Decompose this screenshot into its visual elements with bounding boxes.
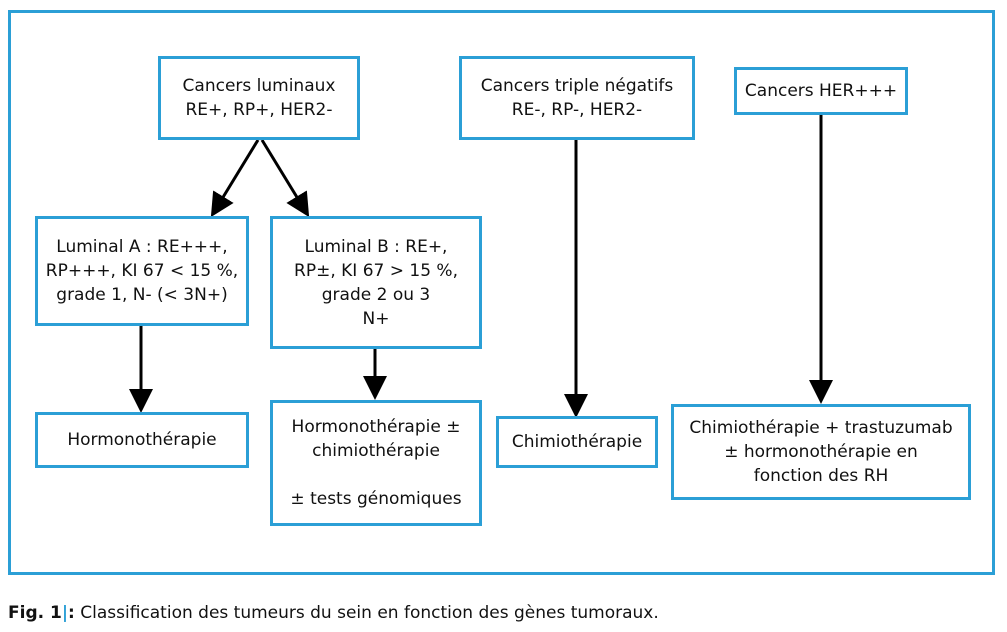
box-line: Luminal A : RE+++, [56,237,228,257]
box-line: Luminal B : RE+, [304,236,448,257]
box-line: RE-, RP-, HER2- [511,100,643,120]
box-hormonotherapie: Hormonothérapie [35,412,249,468]
box-chimiotherapie-trastuzumab: Chimiothérapie + trastuzumab ± hormonoth… [671,404,971,500]
box-line: grade 2 ou 3 [321,284,431,305]
box-chimiotherapie: Chimiothérapie [496,416,658,468]
box-line: RP+++, KI 67 < 15 %, [45,261,239,281]
box-line: Cancers HER+++ [744,81,898,101]
box-line: ± hormonothérapie en [724,442,918,462]
box-line: Chimiothérapie [511,432,643,452]
diagram-frame [8,10,995,575]
figure-caption: Fig. 1|: Classification des tumeurs du s… [8,603,659,623]
box-line: grade 1, N- (< 3N+) [56,285,228,305]
box-luminal-a: Luminal A : RE+++, RP+++, KI 67 < 15 %, … [35,216,249,326]
box-cancers-triple-negatifs: Cancers triple négatifs RE-, RP-, HER2- [459,56,695,140]
box-line: N+ [362,308,390,329]
arrow-luminal-to-a [210,139,260,218]
box-line: fonction des RH [753,466,889,486]
box-line: RP±, KI 67 > 15 %, [294,260,458,281]
box-hormonotherapie-chimiotherapie: Hormonothérapie ± chimiothérapie ± tests… [270,400,482,526]
box-line: Hormonothérapie ± [291,417,461,437]
box-cancers-her: Cancers HER+++ [734,67,908,115]
box-line: Cancers triple négatifs [480,76,674,96]
arrow-luminal-to-b [260,139,310,218]
box-cancers-luminaux: Cancers luminaux RE+, RP+, HER2- [158,56,360,140]
caption-label: Fig. 1 [8,603,62,623]
box-line: ± tests génomiques [290,489,462,509]
box-line: Cancers luminaux [182,76,336,96]
caption-colon: : [68,603,75,623]
box-line: Chimiothérapie + trastuzumab [689,418,953,438]
box-line: Hormonothérapie [67,430,217,450]
caption-text: Classification des tumeurs du sein en fo… [74,603,659,623]
caption-separator: | [61,603,69,623]
box-line: RE+, RP+, HER2- [185,100,333,120]
box-line: chimiothérapie [312,441,440,461]
box-luminal-b: Luminal B : RE+, RP±, KI 67 > 15 %, grad… [270,216,482,349]
